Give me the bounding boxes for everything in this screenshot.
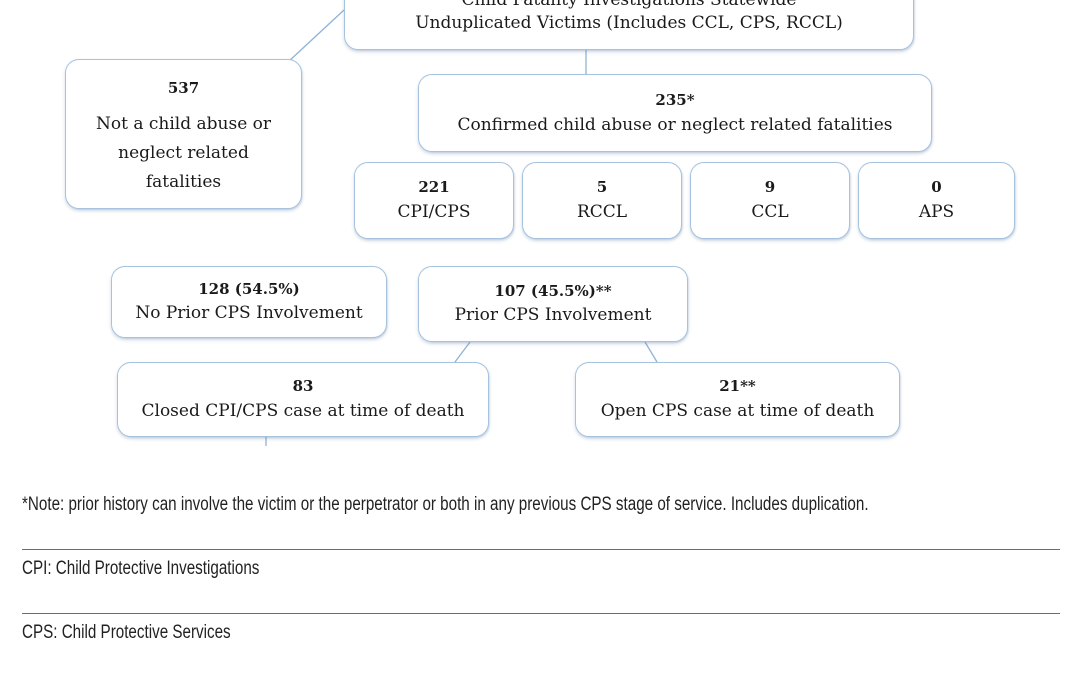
program-box-rccl: 5 RCCL — [522, 162, 682, 239]
total-victims-label-line2: Unduplicated Victims (Includes CCL, CPS,… — [415, 13, 843, 33]
program-box-ccl: 9 CCL — [690, 162, 850, 239]
connector-top-to-not-related — [287, 9, 345, 63]
prior-label: Prior CPS Involvement — [454, 305, 652, 325]
program-label: APS — [918, 202, 955, 222]
connector-prior-to-open — [644, 341, 658, 363]
program-label: CPI/CPS — [397, 202, 471, 222]
program-value: 9 — [764, 178, 776, 196]
footnote-cpi-definition: CPI: Child Protective Investigations — [22, 558, 260, 579]
prior-box: 107 (45.5%)** Prior CPS Involvement — [418, 266, 688, 342]
program-label: RCCL — [576, 202, 628, 222]
program-value: 221 — [418, 178, 450, 196]
footnote-cps-definition: CPS: Child Protective Services — [22, 622, 231, 643]
closed-case-value: 83 — [292, 377, 314, 395]
footnote-prior-history: *Note: prior history can involve the vic… — [22, 494, 869, 515]
total-victims-box: Child Fatality Investigations Statewide … — [344, 0, 914, 50]
connector-prior-to-closed — [454, 341, 471, 363]
program-label: CCL — [751, 202, 789, 222]
not-related-value: 537 — [167, 79, 200, 97]
open-case-value: 21** — [719, 377, 756, 395]
no-prior-label: No Prior CPS Involvement — [135, 303, 363, 323]
closed-case-label: Closed CPI/CPS case at time of death — [141, 401, 465, 421]
open-case-label: Open CPS case at time of death — [600, 401, 875, 421]
not-related-label: Not a child abuse or neglect related fat… — [95, 114, 272, 192]
open-case-box: 21** Open CPS case at time of death — [575, 362, 900, 437]
total-victims-label-line1: Child Fatality Investigations Statewide — [461, 0, 797, 10]
confirmed-box: 235* Confirmed child abuse or neglect re… — [418, 74, 932, 152]
program-box-cpi-cps: 221 CPI/CPS — [354, 162, 514, 239]
not-related-box: 537 Not a child abuse or neglect related… — [65, 59, 302, 209]
divider-1 — [22, 549, 1060, 550]
no-prior-value: 128 (54.5%) — [198, 280, 300, 298]
closed-case-box: 83 Closed CPI/CPS case at time of death — [117, 362, 489, 437]
program-value: 0 — [931, 178, 942, 196]
prior-value: 107 (45.5%)** — [494, 282, 612, 300]
confirmed-value: 235* — [655, 90, 695, 109]
confirmed-label: Confirmed child abuse or neglect related… — [457, 114, 893, 135]
program-value: 5 — [596, 178, 608, 196]
divider-2 — [22, 613, 1060, 614]
program-box-aps: 0 APS — [858, 162, 1015, 239]
no-prior-box: 128 (54.5%) No Prior CPS Involvement — [111, 266, 387, 338]
